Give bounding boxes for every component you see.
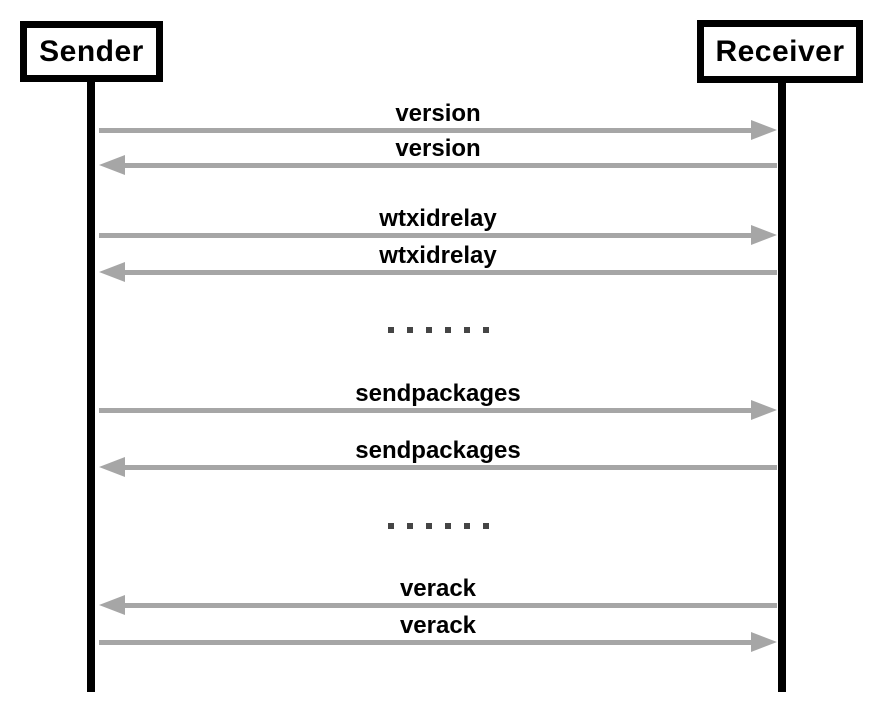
dot — [482, 327, 489, 333]
participant-label-sender: Sender — [39, 34, 144, 68]
message-arrow-line — [119, 269, 777, 275]
message-label: wtxidrelay — [379, 242, 497, 269]
dot — [425, 327, 432, 333]
arrowhead-left-icon — [99, 155, 125, 175]
dot — [425, 523, 432, 529]
dot — [387, 327, 394, 333]
ellipsis-dots — [99, 523, 777, 529]
dot — [387, 523, 394, 529]
arrowhead-left-icon — [99, 262, 125, 282]
message-row-version-left: version — [99, 134, 777, 178]
dot — [406, 523, 413, 529]
arrowhead-right-icon — [751, 632, 777, 652]
message-label: wtxidrelay — [379, 205, 497, 232]
message-label: sendpackages — [355, 437, 521, 464]
message-arrow-line — [99, 232, 757, 238]
message-label: verack — [399, 612, 477, 639]
message-arrow-line — [99, 407, 757, 413]
message-label: version — [395, 100, 481, 127]
participant-label-receiver: Receiver — [715, 34, 845, 68]
participant-box-receiver: Receiver — [697, 20, 863, 83]
message-arrow-line — [99, 127, 757, 133]
ellipsis-dots — [99, 327, 777, 333]
message-row-wtxidrelay-left: wtxidrelay — [99, 241, 777, 285]
message-row-verack-left: verack — [99, 574, 777, 618]
lifeline-sender — [87, 82, 95, 692]
arrowhead-right-icon — [751, 120, 777, 140]
dot — [444, 523, 451, 529]
message-row-verack-right: verack — [99, 611, 777, 655]
dot — [463, 327, 470, 333]
message-row-sendpackages-right: sendpackages — [99, 379, 777, 423]
dot — [406, 327, 413, 333]
arrowhead-right-icon — [751, 400, 777, 420]
message-row-version-right: version — [99, 99, 777, 143]
lifeline-receiver — [778, 83, 786, 692]
message-arrow-line — [99, 639, 757, 645]
message-arrow-line — [119, 602, 777, 608]
message-row-wtxidrelay-right: wtxidrelay — [99, 204, 777, 248]
message-label: verack — [399, 575, 477, 602]
message-arrow-line — [119, 162, 777, 168]
message-label: sendpackages — [355, 380, 521, 407]
dot — [463, 523, 470, 529]
message-label: version — [395, 135, 481, 162]
participant-box-sender: Sender — [20, 21, 163, 82]
arrowhead-left-icon — [99, 457, 125, 477]
arrowhead-right-icon — [751, 225, 777, 245]
message-row-sendpackages-left: sendpackages — [99, 436, 777, 480]
message-arrow-line — [119, 464, 777, 470]
arrowhead-left-icon — [99, 595, 125, 615]
dot — [444, 327, 451, 333]
dot — [482, 523, 489, 529]
